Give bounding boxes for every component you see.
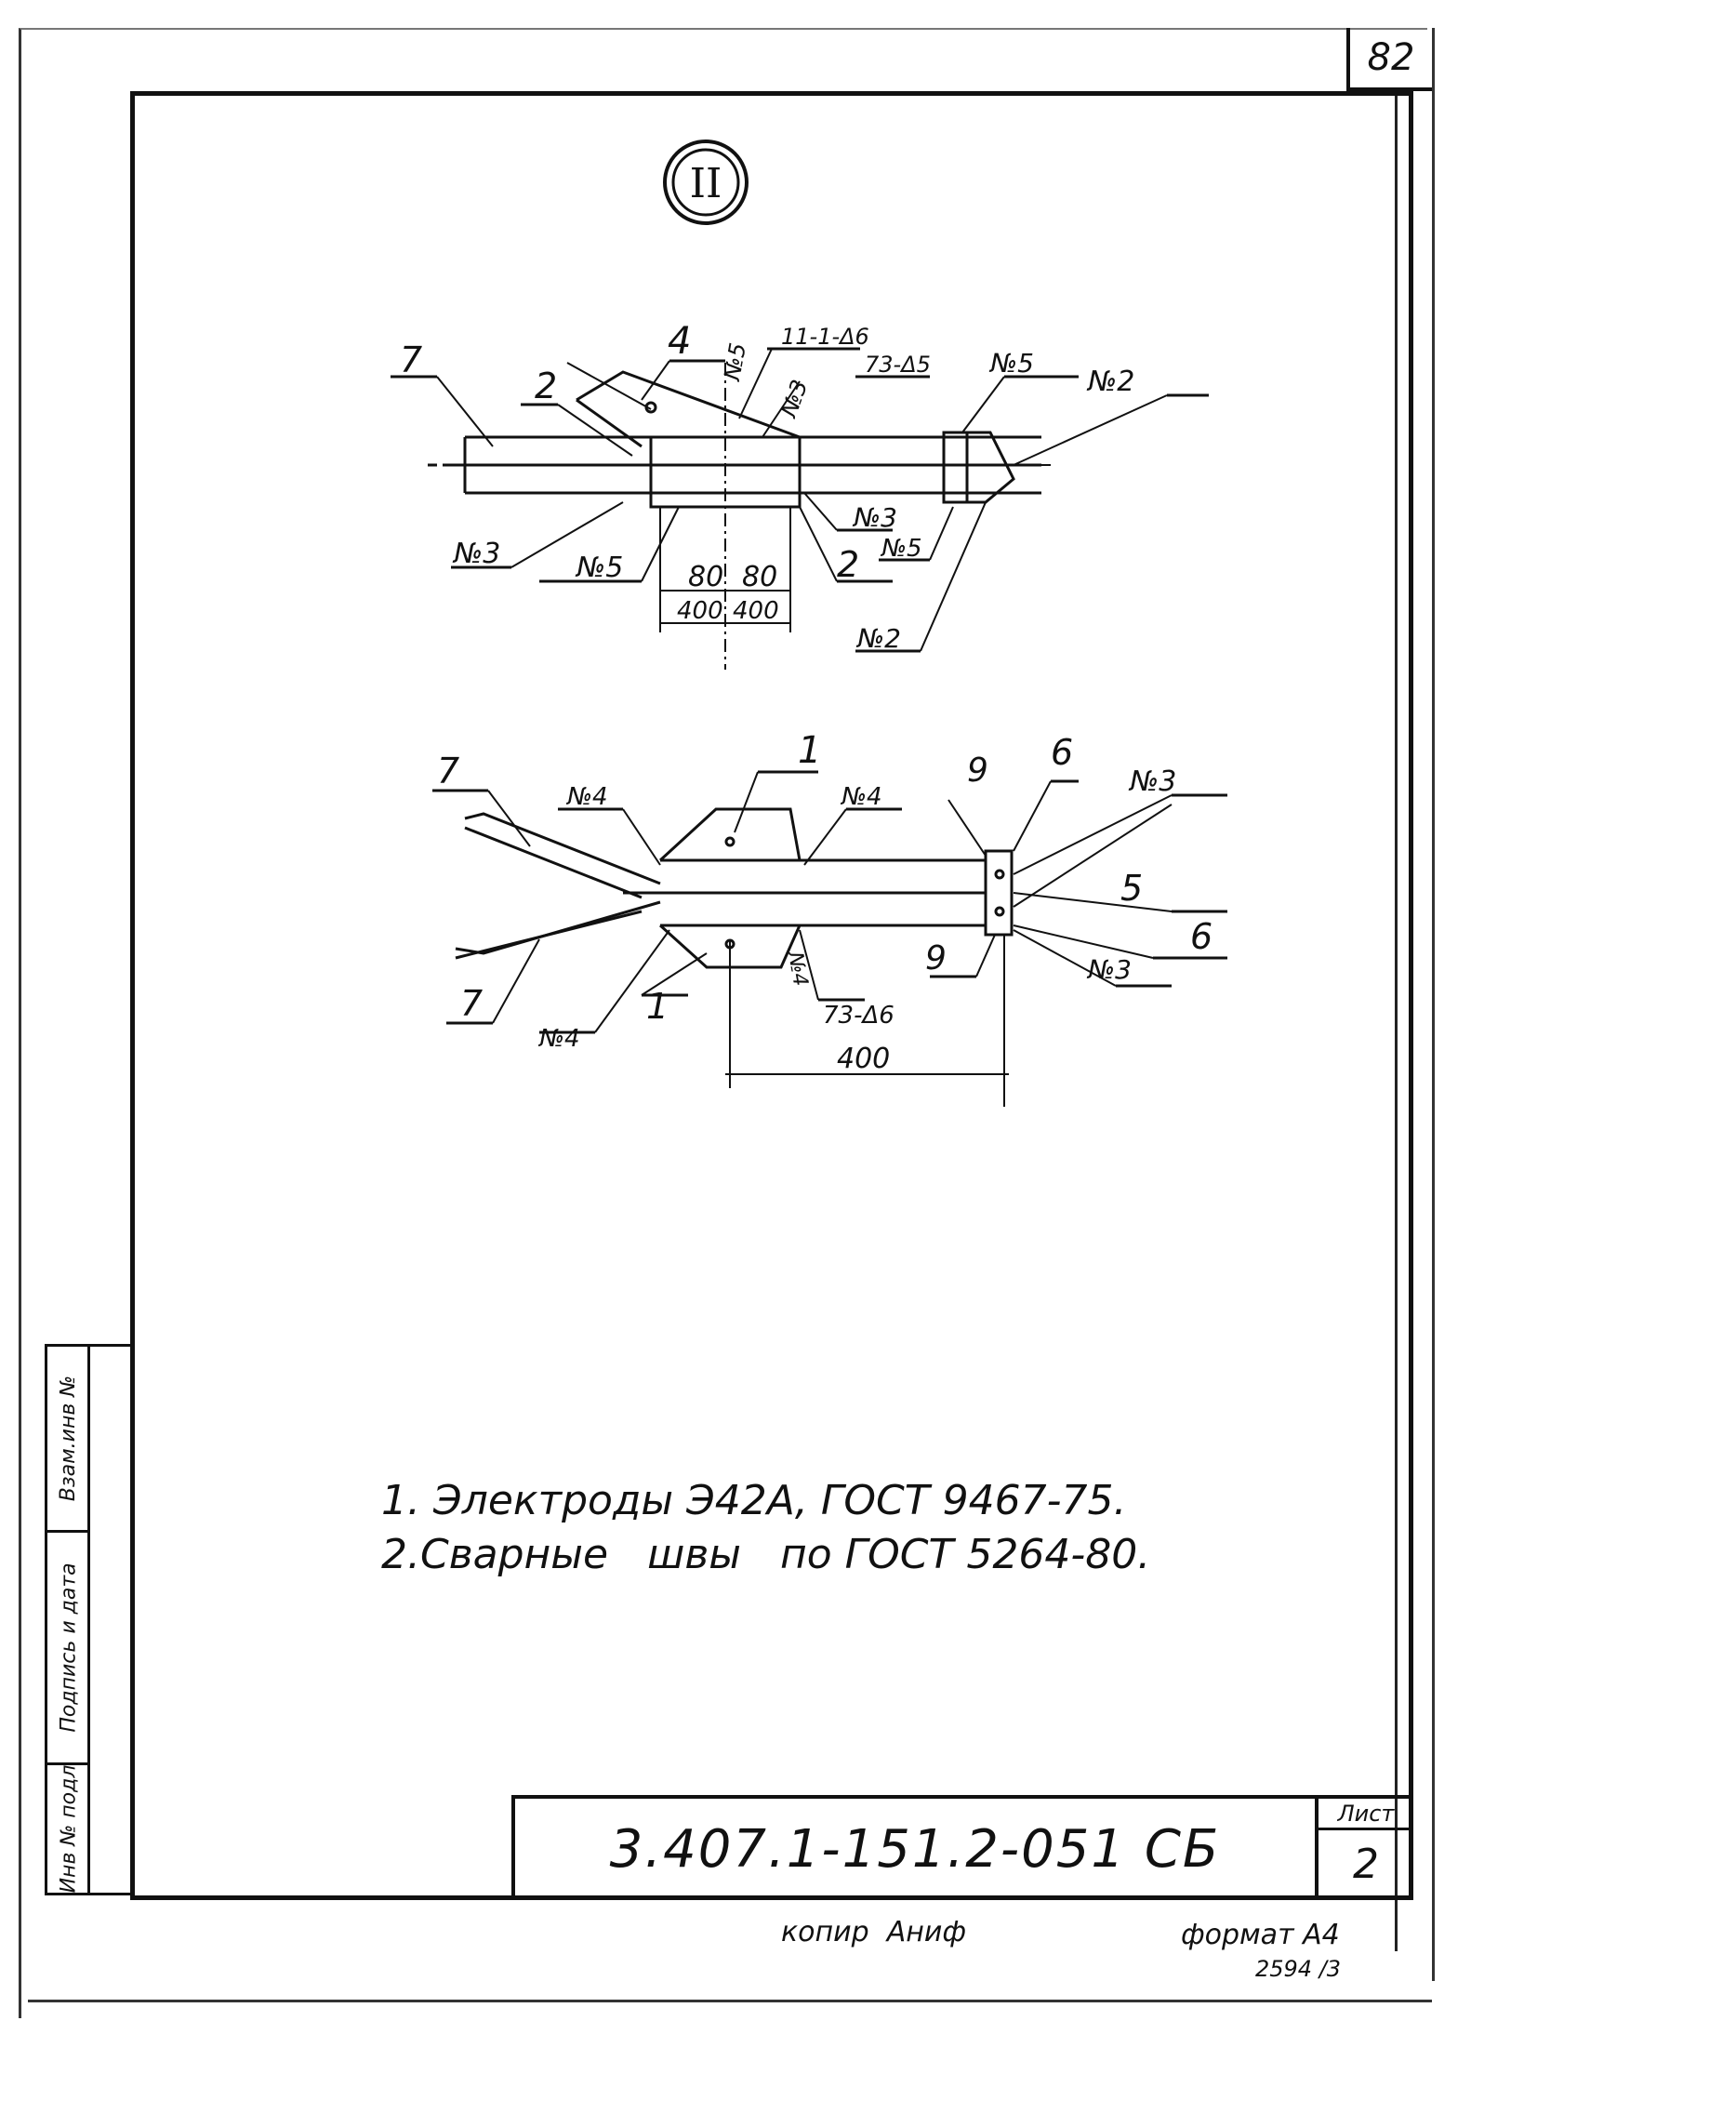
top-label-n3-mid: №3 [852,502,897,533]
bottom-label-n3-bottom: №3 [1086,954,1132,985]
bottom-label-5: 5 [1120,868,1143,909]
footer-format: формат А4 [1181,1919,1340,1951]
bottom-label-n4-right-top: №4 [840,783,882,811]
top-label-n5-mid: №5 [880,535,922,563]
footer-number: 2594 /3 [1255,1956,1342,1982]
bottom-label-n4-left-top: №4 [565,783,608,811]
node-mark: II [663,140,749,225]
top-dim-80-left: 80 [688,561,723,593]
bottom-label-9-bottom: 9 [925,939,947,977]
title-block: 3.407.1-151.2-051 СБ Лист 2 [511,1795,1413,1900]
top-label-n3-left: №3 [452,538,500,570]
top-label-4: 4 [668,320,691,363]
side-cell-replace-inv: Взам.инв № [47,1347,90,1533]
top-label-n5-right: №5 [988,348,1034,379]
drawing-top: 7 2 4 11-1-Δ6 №5 №3 73-Δ5 №5 №2 №3 №5 №3… [391,320,1209,670]
bottom-label-n3-top: №3 [1128,765,1176,798]
bottom-label-n4-bottom: №4 [537,1025,580,1053]
inner-right-rule [1395,91,1398,1951]
bottom-label-73-6: 73-Δ6 [823,1002,895,1030]
side-sign-date-label: Подпись и дата [57,1562,81,1733]
document-code: 3.407.1-151.2-051 СБ [609,1819,1221,1880]
top-label-2-top: 2 [535,366,557,406]
sheet-label: Лист [1319,1799,1413,1830]
notes: 1. Электроды Э42А, ГОСТ 9467-75. 2.Сварн… [381,1474,1150,1582]
bottom-label-1-top: 1 [798,729,821,772]
bottom-label-7-top: 7 [437,751,459,791]
note-line-2: 2.Сварные швы по ГОСТ 5264-80. [381,1531,1151,1578]
sheet-cell: Лист 2 [1315,1799,1413,1900]
drawing-bottom: 7 №4 1 №4 9 6 №3 5 6 №3 9 7 №4 1 №4 73-Δ… [432,729,1227,1107]
outer-right-rule [1432,28,1435,1981]
sheet-number: 2 [1353,1840,1379,1888]
side-cell-sign-date: Подпись и дата [47,1533,90,1765]
top-label-2-bottom: 2 [837,544,859,585]
bottom-label-6-top: 6 [1051,732,1073,773]
top-dim-80-right: 80 [742,561,777,593]
bottom-label-6-bottom: 6 [1190,916,1213,957]
bottom-label-n4-vert: №4 [783,950,812,989]
side-inv-orig-label: Инв № подл [57,1765,81,1893]
top-label-n5-v: №5 [719,341,751,384]
drawing-frame [130,91,1413,1900]
top-label-7: 7 [400,339,422,380]
top-label-n2-right: №2 [1086,366,1134,398]
top-label-11-1: 11-1-Δ6 [781,324,869,350]
top-dim-400-right: 400 [733,597,779,625]
page-number: 82 [1346,28,1432,91]
outer-bottom-rule [28,2000,1432,2002]
top-label-n5-left: №5 [575,552,623,584]
note-line-1: 1. Электроды Э42А, ГОСТ 9467-75. [381,1477,1127,1524]
bottom-label-1-bottom: 1 [646,986,669,1027]
node-mark-label: II [690,160,722,207]
side-replace-inv-label: Взам.инв № [57,1375,81,1502]
footer-copied: копир Аниф [781,1916,966,1948]
top-label-n3-v: №3 [775,377,814,422]
side-stamp-labels: Взам.инв № Подпись и дата Инв № подл [47,1347,90,1893]
top-dim-400-left: 400 [677,597,723,625]
bottom-dim-400: 400 [837,1043,890,1075]
top-label-n2-bottom: №2 [855,623,901,654]
bottom-label-7-bottom: 7 [460,983,483,1024]
side-stamp: Взам.инв № Подпись и дата Инв № подл [45,1344,130,1895]
top-label-73-5: 73-Δ5 [865,352,931,378]
outer-frame [19,28,1427,2018]
side-cell-inv-orig: Инв № подл [47,1765,90,1893]
bottom-label-9-top: 9 [967,751,988,790]
